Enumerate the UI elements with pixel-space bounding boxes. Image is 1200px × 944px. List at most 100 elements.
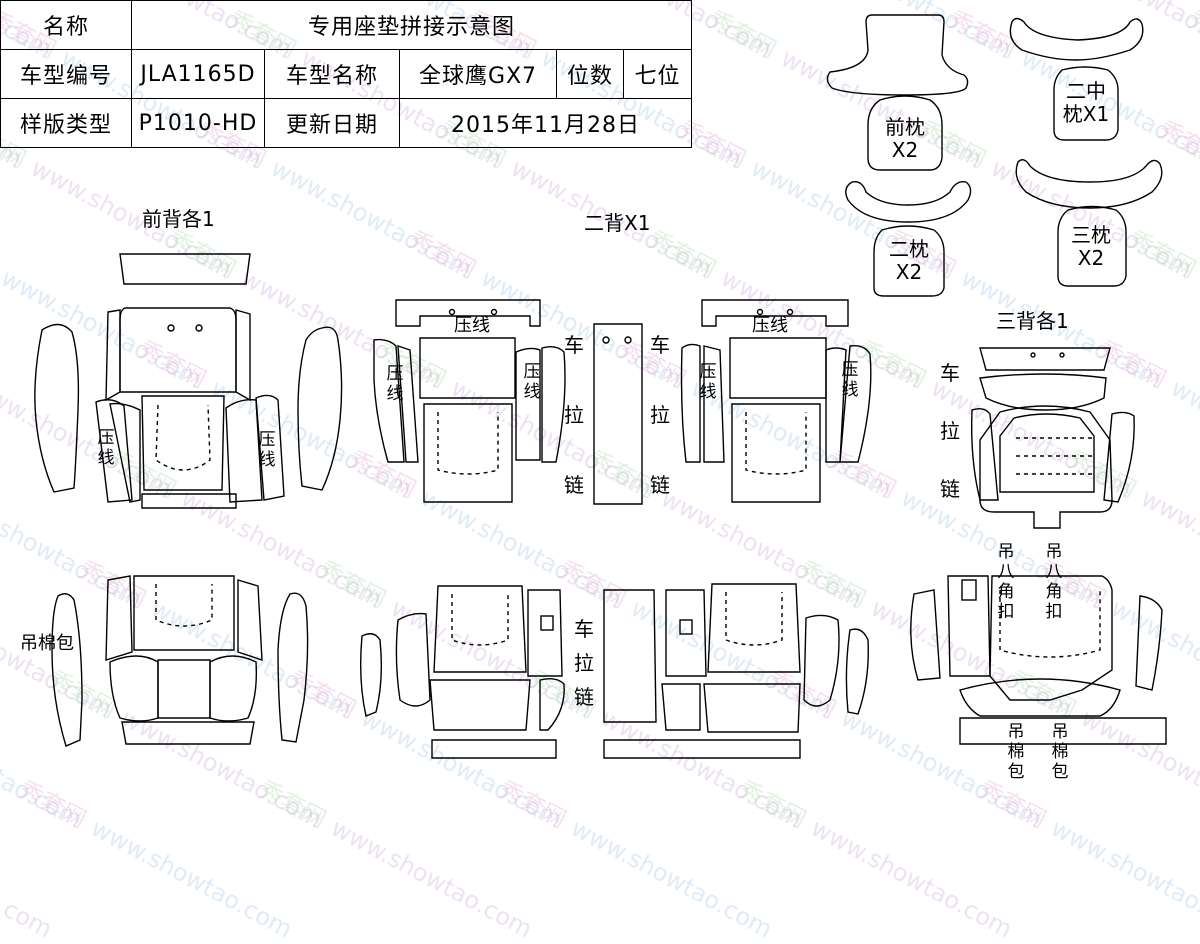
second-mid-headrest-label-line1: 二中 [1066, 79, 1106, 103]
line-char: 线 [258, 450, 276, 470]
update-date-label: 更新日期 [264, 98, 400, 148]
second-back-right-stitch [745, 412, 807, 475]
second-cushion-right-front-side [661, 683, 701, 731]
second-headrest-label-line1: 二枕 [889, 237, 929, 261]
front-back-side-right [235, 309, 251, 402]
eight-char: 八 [997, 562, 1015, 582]
third-headrest-label-line1: 三枕 [1071, 223, 1111, 247]
front-headrest-body [867, 95, 943, 171]
third-cushion-hang-cotton-bag-left: 吊 棉 包 [1006, 722, 1026, 782]
second-cushion-left-front-side [539, 677, 565, 731]
third-back-main-stitch [1016, 437, 1092, 475]
second-back-pull-left: 拉 [564, 403, 584, 427]
press-char: 压 [523, 362, 541, 382]
third-back-hole-2 [1059, 352, 1065, 358]
second-back-car-right: 车 [650, 333, 670, 357]
second-back-left-stitch [437, 412, 499, 475]
third-cushion-pieces [910, 575, 1167, 745]
press-char: 压 [97, 428, 115, 448]
second-back-pieces [373, 299, 872, 505]
front-back-side-left [105, 309, 121, 402]
second-back-left-side [373, 338, 405, 463]
second-back-left-side3 [515, 347, 541, 461]
second-back-car-left: 车 [564, 333, 584, 357]
line-char: 线 [523, 382, 541, 402]
third-cushion-bottom-strip [959, 717, 1167, 745]
second-back-right-side [680, 343, 701, 463]
second-back-left-hole-1 [448, 308, 456, 316]
front-headrest-label-line2: X2 [891, 138, 919, 162]
third-back-main [979, 405, 1113, 529]
third-cushion-corner-buckle-left: 吊 八 角 扣 [996, 542, 1016, 622]
front-cushion-bottom-strip [121, 721, 255, 745]
second-cushion-left-wing2 [359, 633, 383, 717]
second-cushion-zipper-strip [603, 589, 657, 723]
second-back-zipper-strip [593, 323, 643, 505]
third-headrest-label: 三枕 X2 [1066, 224, 1116, 270]
third-cushion-stitch [999, 590, 1101, 658]
front-back-center-stitch [155, 404, 211, 471]
press-char: 压 [841, 360, 859, 380]
second-cushion-left-stitch [451, 594, 509, 646]
second-cushion-pull: 拉 [574, 651, 594, 675]
second-back-right-side2 [703, 345, 725, 463]
front-headrest-label: 前枕 X2 [880, 116, 930, 162]
pattern-drawing [34, 14, 1167, 759]
second-cushion-right-center [707, 583, 801, 673]
front-back-hole-1 [167, 324, 175, 332]
second-cushion-left-bottom-strip [431, 739, 557, 759]
second-back-hole-2 [624, 336, 632, 344]
second-back-press-line-right-top: 压线 [752, 315, 788, 336]
model-code-label: 车型编号 [0, 49, 132, 99]
second-back-right-side4 [839, 344, 872, 463]
second-headrest-top-piece [845, 181, 972, 223]
front-cushion-front-center [157, 659, 211, 719]
second-cushion-left-wing [395, 612, 431, 707]
second-back-pull-right: 拉 [650, 403, 670, 427]
third-back-shoulder [979, 373, 1107, 411]
second-back-right-panel-bottom [731, 403, 821, 503]
second-back-left-side4 [541, 345, 566, 463]
second-back-chain-left: 链 [564, 473, 584, 497]
front-headrest-label-line1: 前枕 [885, 115, 925, 139]
front-headrest-pieces [826, 14, 972, 297]
second-mid-headrest-top-piece [1009, 17, 1144, 61]
buckle-char: 扣 [1045, 602, 1063, 622]
front-back-inner-right2 [255, 394, 285, 501]
watermark-en: www.showtao.com [566, 813, 778, 944]
third-cushion-right-wing [1135, 595, 1163, 691]
second-mid-headrest-label: 二中 枕X1 [1058, 80, 1114, 126]
second-back-press-line-right-side: 压 线 [840, 360, 860, 400]
hang-char: 吊 [997, 542, 1015, 562]
hang-char: 吊 [1051, 722, 1069, 742]
second-cushion-right-wing2 [845, 628, 869, 715]
bag-char: 包 [1007, 762, 1025, 782]
seats-label: 位数 [556, 49, 624, 99]
front-cushion-right-side [237, 579, 263, 661]
template-type-label: 样版类型 [0, 98, 132, 148]
second-back-press-line-right-inner: 压 线 [698, 362, 718, 402]
second-back-right-hole-1 [756, 308, 764, 316]
press-char: 压 [258, 430, 276, 450]
second-cushion-chain: 链 [574, 685, 594, 709]
third-back-pull: 拉 [940, 419, 960, 443]
front-back-bottom-strip [141, 493, 237, 509]
second-cushion-car: 车 [574, 617, 594, 641]
hang-char: 吊 [1045, 542, 1063, 562]
front-cushion-right-wing [277, 592, 309, 743]
second-cushion-right-wing [803, 614, 840, 707]
front-back-hole-2 [195, 324, 203, 332]
front-back-inner-right [225, 398, 263, 503]
name-label: 名称 [0, 0, 132, 50]
drawing-title: 专用座垫拼接示意图 [131, 0, 692, 50]
line-char: 线 [386, 384, 404, 404]
line-char: 线 [699, 382, 717, 402]
front-back-inner-left [95, 399, 133, 503]
second-cushion-right-inner [665, 589, 707, 677]
line-char: 线 [841, 380, 859, 400]
third-back-top-strip [979, 347, 1111, 371]
front-cushion-left-side [105, 575, 133, 661]
watermark-en: www.showtao.com [86, 813, 298, 944]
seats-value: 七位 [623, 49, 692, 99]
third-back-left-wing [970, 407, 999, 501]
